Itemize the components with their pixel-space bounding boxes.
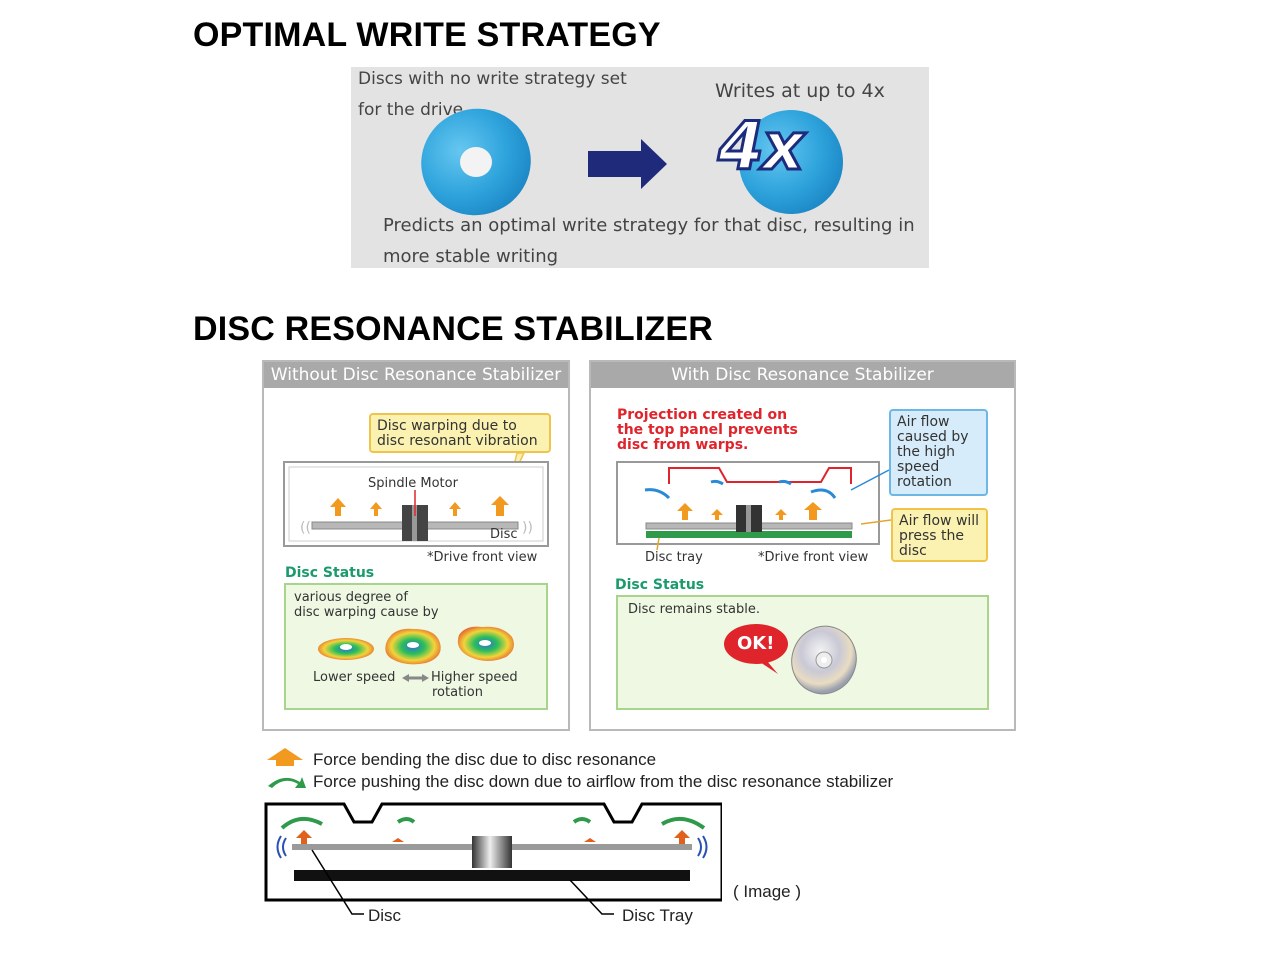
airflow-speed-line5: rotation (897, 474, 952, 490)
disc-label-without: Disc (490, 527, 518, 542)
warping-callout: Disc warping due to disc resonant vibrat… (369, 413, 551, 453)
legend-force: Force bending the disc due to disc reson… (313, 750, 657, 769)
lower-speed-label: Lower speed (313, 670, 396, 685)
without-panel-title: Without Disc Resonance Stabilizer (264, 362, 568, 388)
warping-callout-line1: Disc warping due to (377, 418, 517, 434)
ows-predict-text-1: Predicts an optimal write strategy for t… (383, 215, 915, 236)
drs-heading: DISC RESONANCE STABILIZER (193, 310, 714, 348)
svg-text:)): )) (522, 520, 533, 536)
warping-status-line1: various degree of (294, 590, 408, 605)
projection-text-line1: Projection created on (617, 407, 788, 423)
ok-speech-bubble-icon (724, 624, 788, 674)
vibration-wave-icons (276, 835, 708, 859)
warped-disc-mid-icon (385, 628, 441, 665)
ows-writes-text: Writes at up to 4x (715, 80, 885, 102)
airflow-arrows (644, 479, 837, 500)
airflow-speed-line2: caused by (897, 429, 969, 445)
projection-text-line2: the top panel prevents (617, 422, 798, 438)
orange-force-arrow-icon (267, 748, 303, 766)
speed-double-arrow-icon (402, 674, 429, 682)
legend-push: Force pushing the disc down due to airfl… (313, 772, 894, 791)
warping-status-line2: disc warping cause by (294, 605, 439, 620)
airflow-press-callout: Air flow will press the disc (891, 508, 988, 562)
airflow-press-line2: press the (899, 528, 964, 544)
4x-badge: 4x (717, 108, 806, 185)
warped-disc-low-icon (318, 638, 374, 660)
warping-callout-line2: disc resonant vibration (377, 433, 538, 449)
airflow-speed-line4: speed (897, 459, 940, 475)
image-label: ( Image ) (733, 882, 802, 901)
legend-icons (267, 748, 306, 788)
higher-speed-label-2: rotation (432, 685, 483, 700)
ows-predict-text-2: more stable writing (383, 246, 559, 267)
with-panel-title: With Disc Resonance Stabilizer (591, 362, 1014, 388)
force-arrows (330, 496, 509, 516)
projection-text: Projection created on the top panel prev… (617, 408, 798, 453)
force-arrows-with (677, 502, 822, 520)
airflow-speed-callout: Air flow caused by the high speed rotati… (889, 409, 988, 496)
green-push-arrows (280, 816, 706, 830)
warped-discs-graphic (318, 626, 514, 682)
cd-icon (791, 625, 857, 695)
with-drive-diagram (616, 461, 892, 551)
higher-speed-label-1: Higher speed (431, 670, 518, 685)
warped-disc-high-icon (457, 626, 514, 661)
disc-status-label-with: Disc Status (615, 577, 705, 593)
ows-disc-text-1: Discs with no write strategy set (358, 69, 627, 89)
airflow-press-line1: Air flow will (899, 513, 980, 529)
fast-disc-icon (739, 110, 843, 214)
front-view-label-without: *Drive front view (427, 550, 538, 565)
spindle-motor-label: Spindle Motor (368, 476, 458, 491)
warping-status-text: various degree of disc warping cause by (294, 590, 439, 620)
front-view-label-with: *Drive front view (758, 550, 869, 565)
bottom-disc-tray-label: Disc Tray (622, 906, 693, 925)
stabilizer-image-diagram (264, 802, 722, 915)
bottom-disc-label: Disc (368, 906, 402, 925)
small-force-arrows (296, 830, 690, 844)
disc-stable-text: Disc remains stable. (628, 602, 760, 617)
projection-text-line3: disc from warps. (617, 437, 749, 453)
ows-graphics (421, 108, 843, 216)
ows-heading: OPTIMAL WRITE STRATEGY (193, 16, 661, 54)
disc-status-label-without: Disc Status (285, 565, 375, 581)
svg-text:((: (( (300, 520, 311, 536)
airflow-speed-line1: Air flow (897, 414, 950, 430)
disc-tray-label: Disc tray (645, 550, 703, 565)
ok-disc-graphic (724, 624, 857, 695)
airflow-press-line3: disc (899, 543, 927, 559)
airflow-speed-line3: the high (897, 444, 955, 460)
green-push-arrow-icon (268, 777, 306, 788)
ok-label: OK! (737, 633, 775, 654)
right-arrow-icon (588, 139, 667, 189)
blank-disc-icon (421, 108, 531, 216)
without-drive-diagram: (( )) (283, 452, 549, 547)
ows-disc-text-2: for the drive (358, 100, 464, 120)
